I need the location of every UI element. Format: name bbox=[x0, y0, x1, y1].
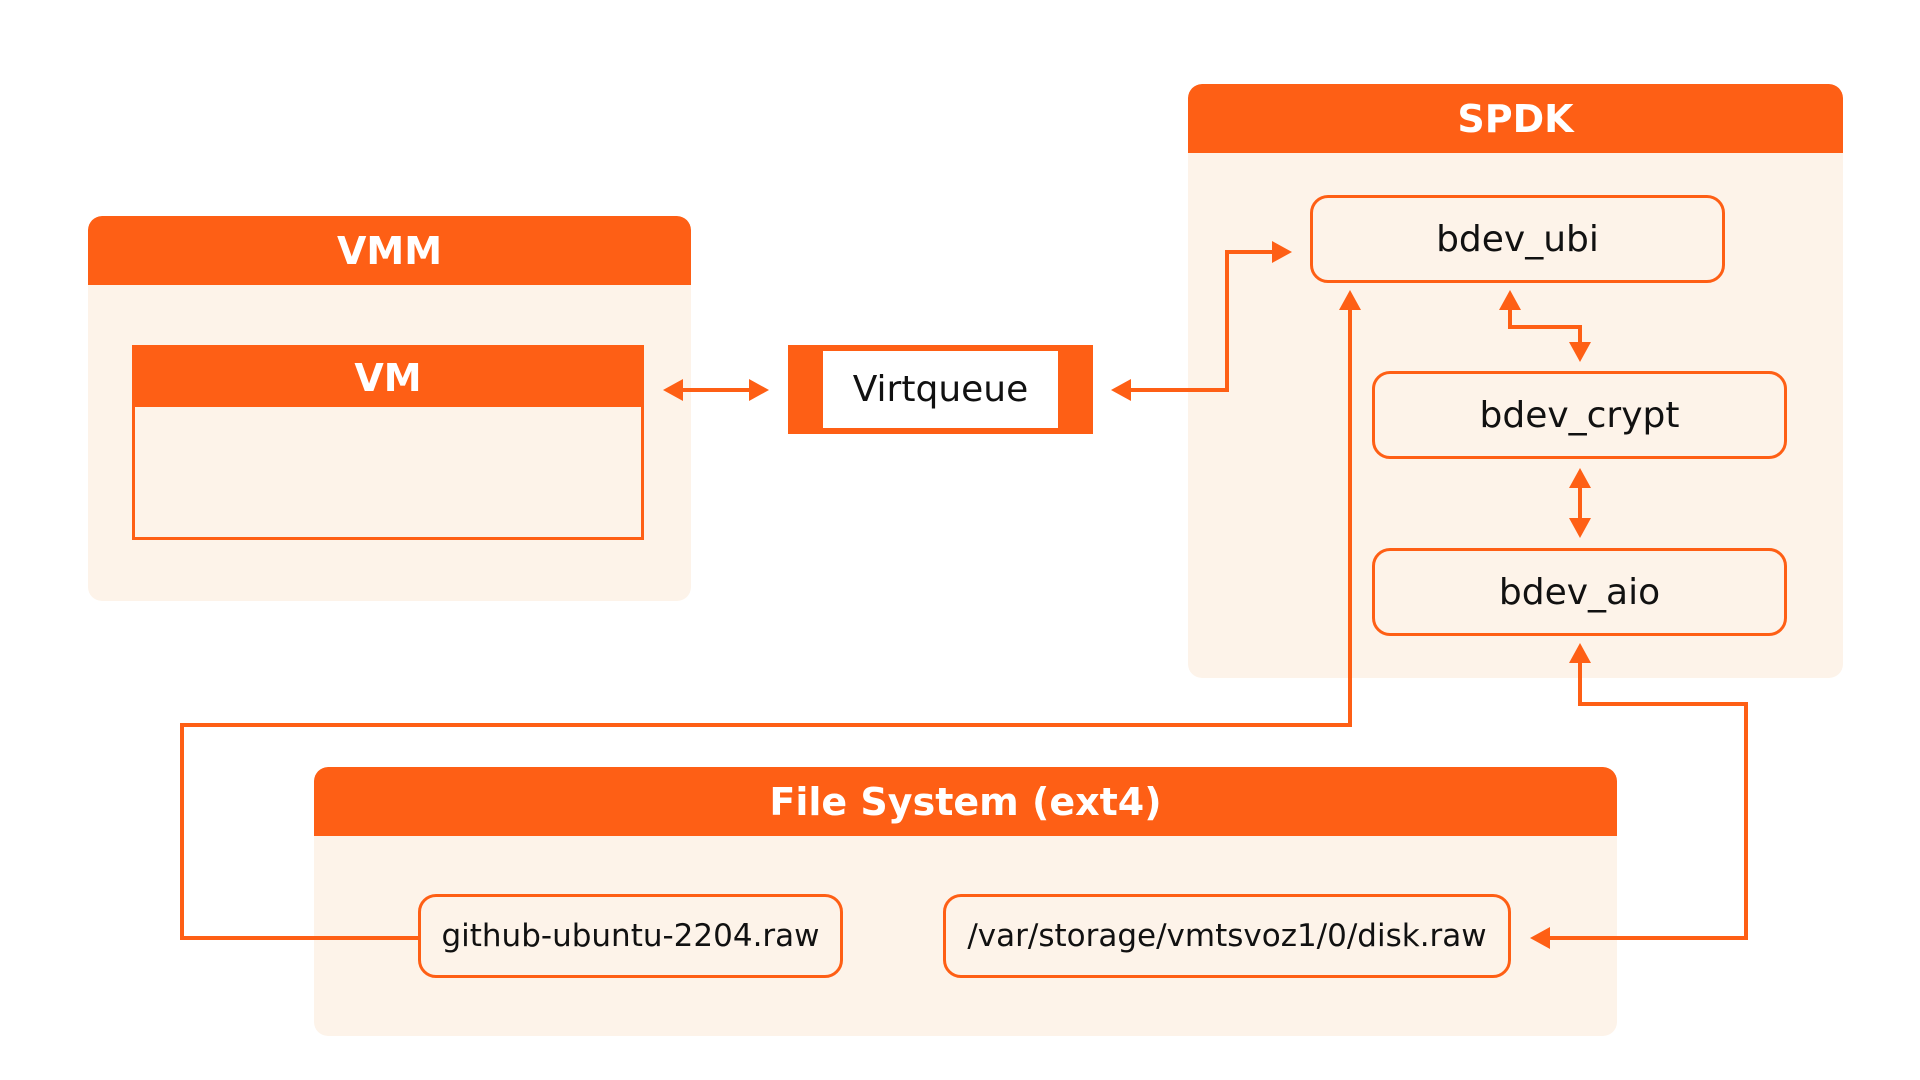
bdev-aio-node: bdev_aio bbox=[1372, 548, 1787, 636]
github-image-file: github-ubuntu-2204.raw bbox=[418, 894, 843, 978]
vm-title: VM bbox=[135, 348, 641, 407]
arrowhead-virtqueue-right bbox=[749, 379, 769, 401]
filesystem-title: File System (ext4) bbox=[314, 767, 1617, 836]
bdev-crypt-node: bdev_crypt bbox=[1372, 371, 1787, 459]
vmm-title: VMM bbox=[88, 216, 691, 285]
virtqueue-block: Virtqueue bbox=[788, 345, 1093, 434]
arrowhead-virtqueue-left bbox=[1111, 379, 1131, 401]
bdev-ubi-node: bdev_ubi bbox=[1310, 195, 1725, 283]
virtqueue-label: Virtqueue bbox=[823, 351, 1058, 428]
vm-box: VM bbox=[132, 345, 644, 540]
spdk-title: SPDK bbox=[1188, 84, 1843, 153]
disk-image-file: /var/storage/vmtsvoz1/0/disk.raw bbox=[943, 894, 1511, 978]
